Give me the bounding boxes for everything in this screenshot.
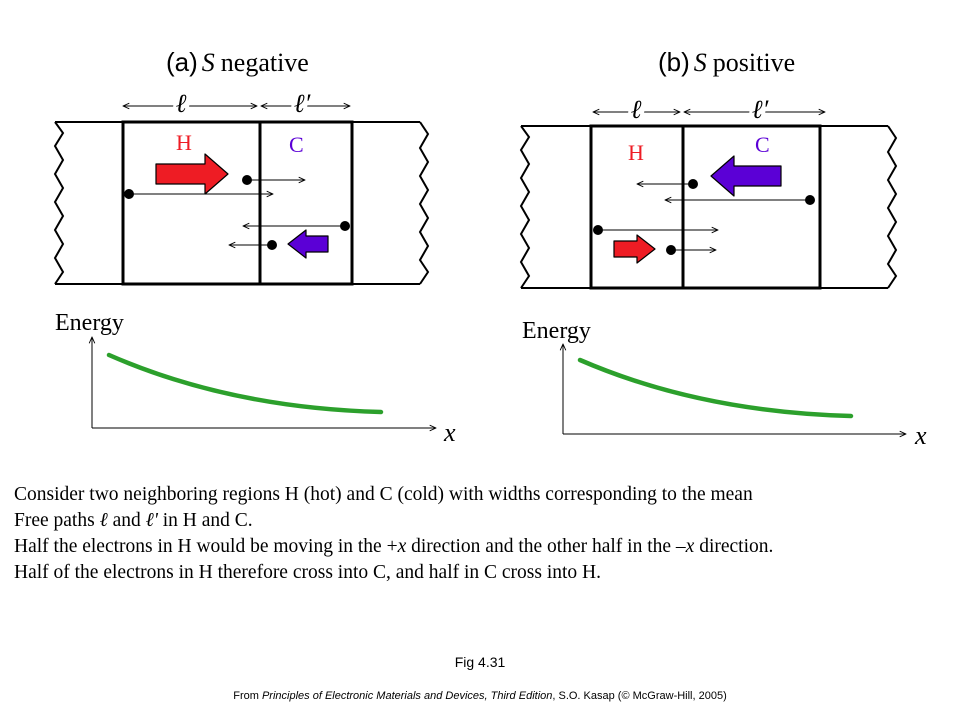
caption-line-1: Consider two neighboring regions H (hot)… (14, 484, 753, 505)
panel-b-cold-label: C (755, 132, 770, 157)
panel-a-hot-flux-arrow (155, 153, 229, 195)
panel-a-width-label-l: ℓ (176, 89, 187, 118)
panel-b-right-wavy-edge (886, 125, 898, 289)
panel-b-hot-label: H (628, 140, 644, 165)
panel-b-energy-label: Energy (522, 318, 591, 344)
panel-a-cold-flux-arrow (287, 229, 329, 259)
panel-a-right-wavy-edge (418, 121, 430, 285)
caption-text: Consider two neighboring regions H (hot)… (14, 482, 954, 586)
source-credit: From Principles of Electronic Materials … (233, 690, 727, 702)
panel-a-energy-curve (106, 352, 384, 415)
panel-a-hot-label: H (176, 130, 192, 155)
caption-line-4: Half of the electrons in H therefore cro… (14, 562, 602, 583)
panel-a-left-wavy-edge (53, 121, 65, 285)
panel-a-x-label: x (443, 418, 456, 447)
panel-a-width-label-lprime: ℓ′ (294, 89, 311, 118)
panel-b-hot-flux-arrow (613, 234, 656, 264)
figure-label: Fig 4.31 (454, 654, 506, 670)
caption-line-3: Half the electrons in H would be moving … (14, 536, 774, 557)
panel-b-cold-flux-arrow (710, 155, 782, 197)
panel-a-cold-label: C (289, 132, 304, 157)
panel-a-energy-label: Energy (55, 310, 124, 336)
panel-a-cold-region (258, 120, 354, 286)
panel-b-x-label: x (914, 421, 927, 450)
panel-b-cold-region (681, 124, 822, 290)
panel-b-left-wavy-edge (519, 125, 531, 289)
panel-b-width-label-l: ℓ (631, 95, 642, 124)
panel-b-width-label-lprime: ℓ′ (752, 95, 769, 124)
caption-line-2: Free paths ℓ and ℓ' in H and C. (14, 510, 253, 531)
panel-b-energy-curve (577, 357, 854, 419)
